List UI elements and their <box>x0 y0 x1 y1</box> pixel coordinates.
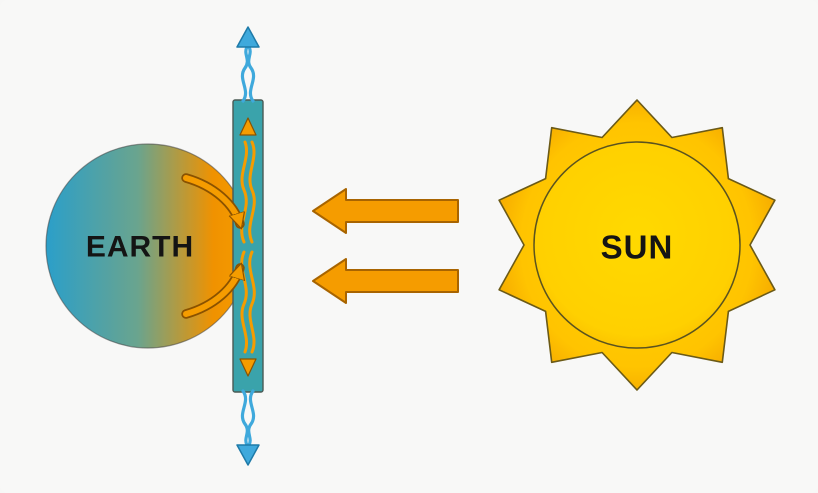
up-arrowhead-icon <box>236 26 260 48</box>
sun-core <box>533 141 741 349</box>
earth-emission-arrows <box>181 173 240 319</box>
sunlight-arrows <box>312 188 459 304</box>
heat-wavy-line <box>248 250 256 354</box>
sun-group <box>498 99 776 391</box>
emission-arrow-lower <box>183 268 240 317</box>
sun-label: SUN <box>601 229 674 266</box>
escaping-radiation-top <box>236 26 260 103</box>
sunlight-arrow-lower <box>312 258 459 304</box>
escaping-wavy-line <box>240 45 249 103</box>
emission-arrow-upper <box>183 175 240 224</box>
earth-label: EARTH <box>86 231 194 264</box>
sunlight-arrow-upper <box>312 188 459 234</box>
atmosphere-bar <box>232 99 264 393</box>
escaping-wavy-line <box>240 389 249 447</box>
down-arrowhead-icon <box>236 444 260 466</box>
escaping-radiation-bottom <box>236 389 260 466</box>
heat-wavy-line <box>248 140 256 244</box>
escaping-wavy-line <box>247 45 256 103</box>
up-arrowhead-icon <box>239 117 257 136</box>
escaping-wavy-line <box>247 389 256 447</box>
down-arrowhead-icon <box>239 358 257 377</box>
